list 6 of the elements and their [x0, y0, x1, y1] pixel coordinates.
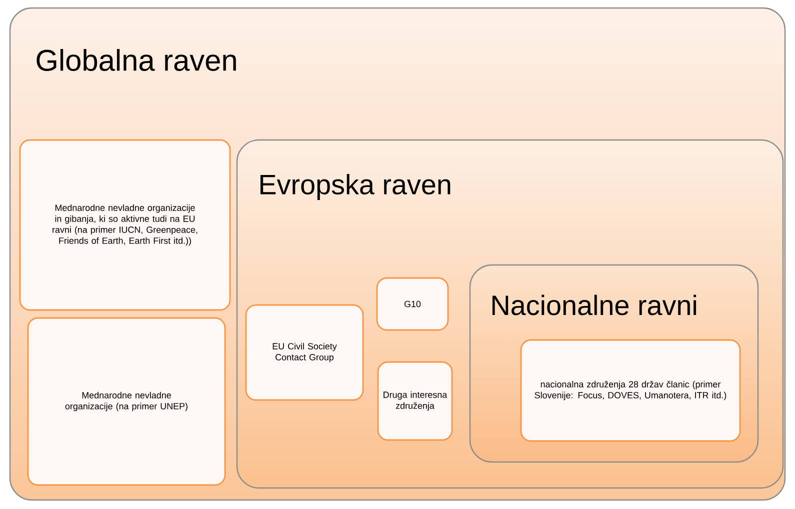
organization-box: G10 [376, 277, 449, 331]
organization-box: Mednarodne nevladne organizacije in gibanja, ki so aktivne tudi na EU ravni (na primer IUCN, Greenpeace, Friends of Earth, Earth First itd.)) [19, 139, 231, 311]
organization-box: Druga interesna združenja [377, 361, 453, 441]
organization-box: EU Civil Society Contact Group [245, 304, 364, 401]
organization-box: nacionalna združenja 28 držav članic (primer Slovenije: Focus, DOVES, Umanotera, ITR itd.) [520, 339, 741, 442]
organization-box: Mednarodne nevladne organizacije (na primer UNEP) [27, 317, 226, 486]
